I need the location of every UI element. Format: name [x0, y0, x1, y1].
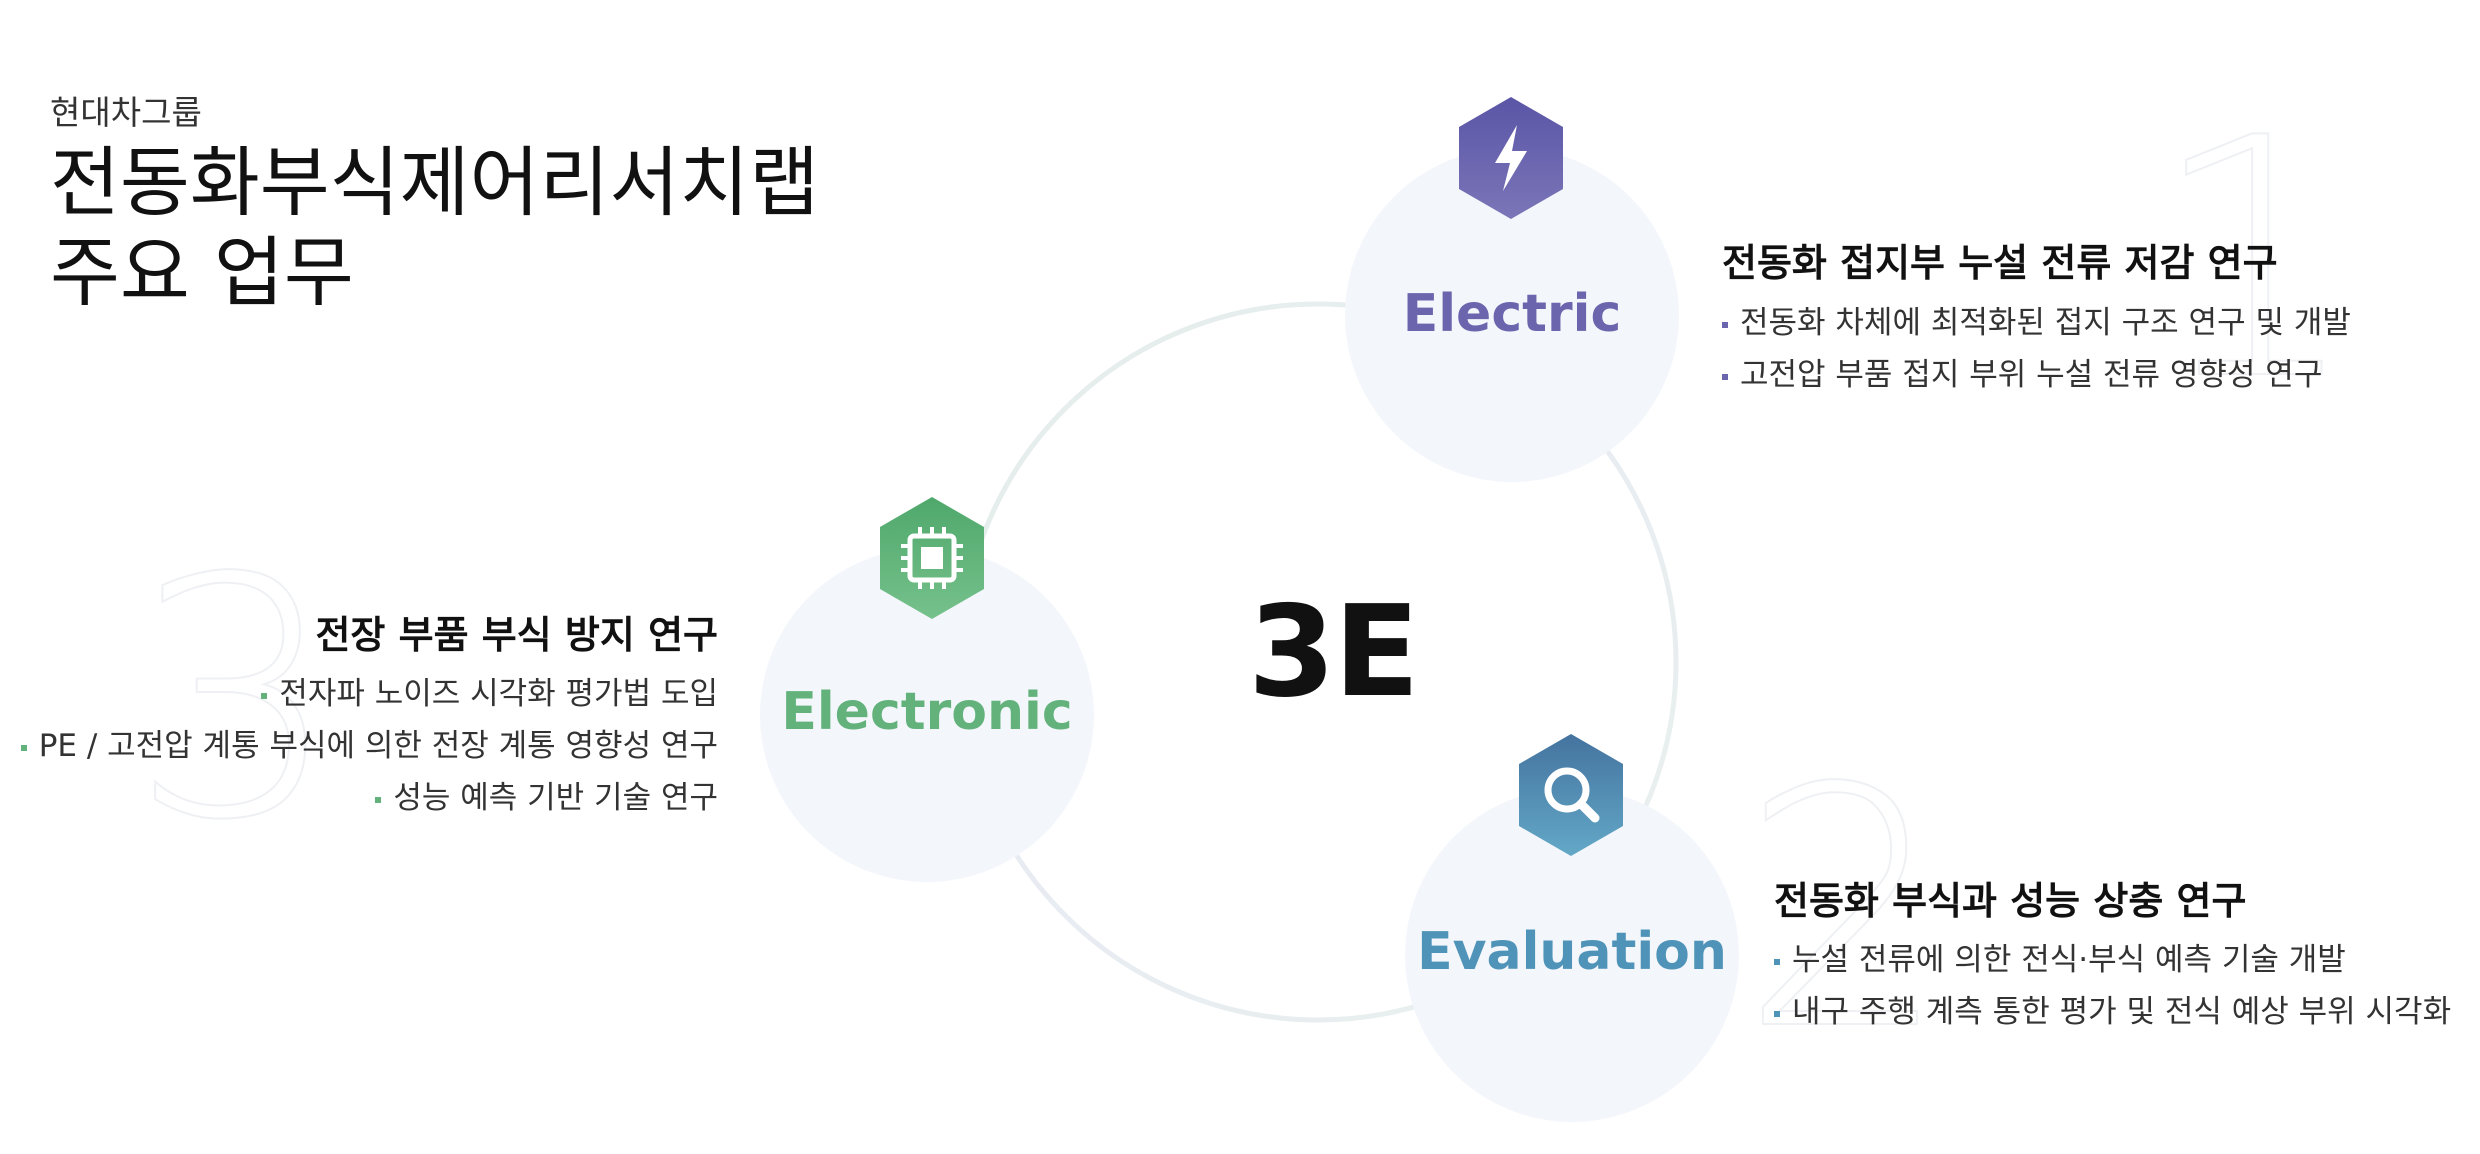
chip-icon — [880, 497, 984, 619]
electric-label: Electric — [1402, 284, 1622, 344]
group-name: 현대차그룹 — [50, 93, 202, 132]
electronic-label: Electronic — [781, 682, 1073, 742]
evaluation-items: 누설 전류에 의한 전식·부식 예측 기술 개발 내구 주행 계측 통한 평가 … — [1774, 934, 2451, 1038]
electronic-heading: 전장 부품 부식 방지 연구 — [315, 613, 718, 657]
number-1: 1 — [2149, 68, 2361, 452]
list-item: 누설 전류에 의한 전식·부식 예측 기술 개발 — [1774, 934, 2451, 986]
page-title-line2: 주요 업무 — [50, 227, 354, 317]
evaluation-heading: 전동화 부식과 성능 상충 연구 — [1774, 879, 2247, 923]
lightning-bolt-icon — [1459, 97, 1563, 219]
electronic-items: 전자파 노이즈 시각화 평가법 도입 PE / 고전압 계통 부식에 의한 전장… — [20, 668, 718, 824]
number-3: 3 — [129, 508, 341, 892]
page-title: 전동화부식제어리서치랩 주요 업무 — [50, 138, 819, 317]
list-item: PE / 고전압 계통 부식에 의한 전장 계통 영향성 연구 — [20, 720, 718, 772]
list-item: 고전압 부품 접지 부위 누설 전류 영향성 연구 — [1722, 349, 2351, 401]
center-label: 3E — [1248, 578, 1420, 725]
electric-items: 전동화 차체에 최적화된 접지 구조 연구 및 개발 고전압 부품 접지 부위 … — [1722, 297, 2351, 401]
magnifier-icon — [1519, 734, 1623, 856]
list-item: 전동화 차체에 최적화된 접지 구조 연구 및 개발 — [1722, 297, 2351, 349]
number-2: 2 — [1739, 718, 1951, 1102]
list-item: 전자파 노이즈 시각화 평가법 도입 — [21, 668, 718, 720]
list-item: 성능 예측 기반 기술 연구 — [21, 772, 718, 824]
electric-heading: 전동화 접지부 누설 전류 저감 연구 — [1722, 241, 2278, 285]
list-item: 내구 주행 계측 통한 평가 및 전식 예상 부위 시각화 — [1774, 986, 2451, 1038]
page-title-line1: 전동화부식제어리서치랩 — [50, 138, 820, 227]
evaluation-label: Evaluation — [1417, 922, 1727, 982]
